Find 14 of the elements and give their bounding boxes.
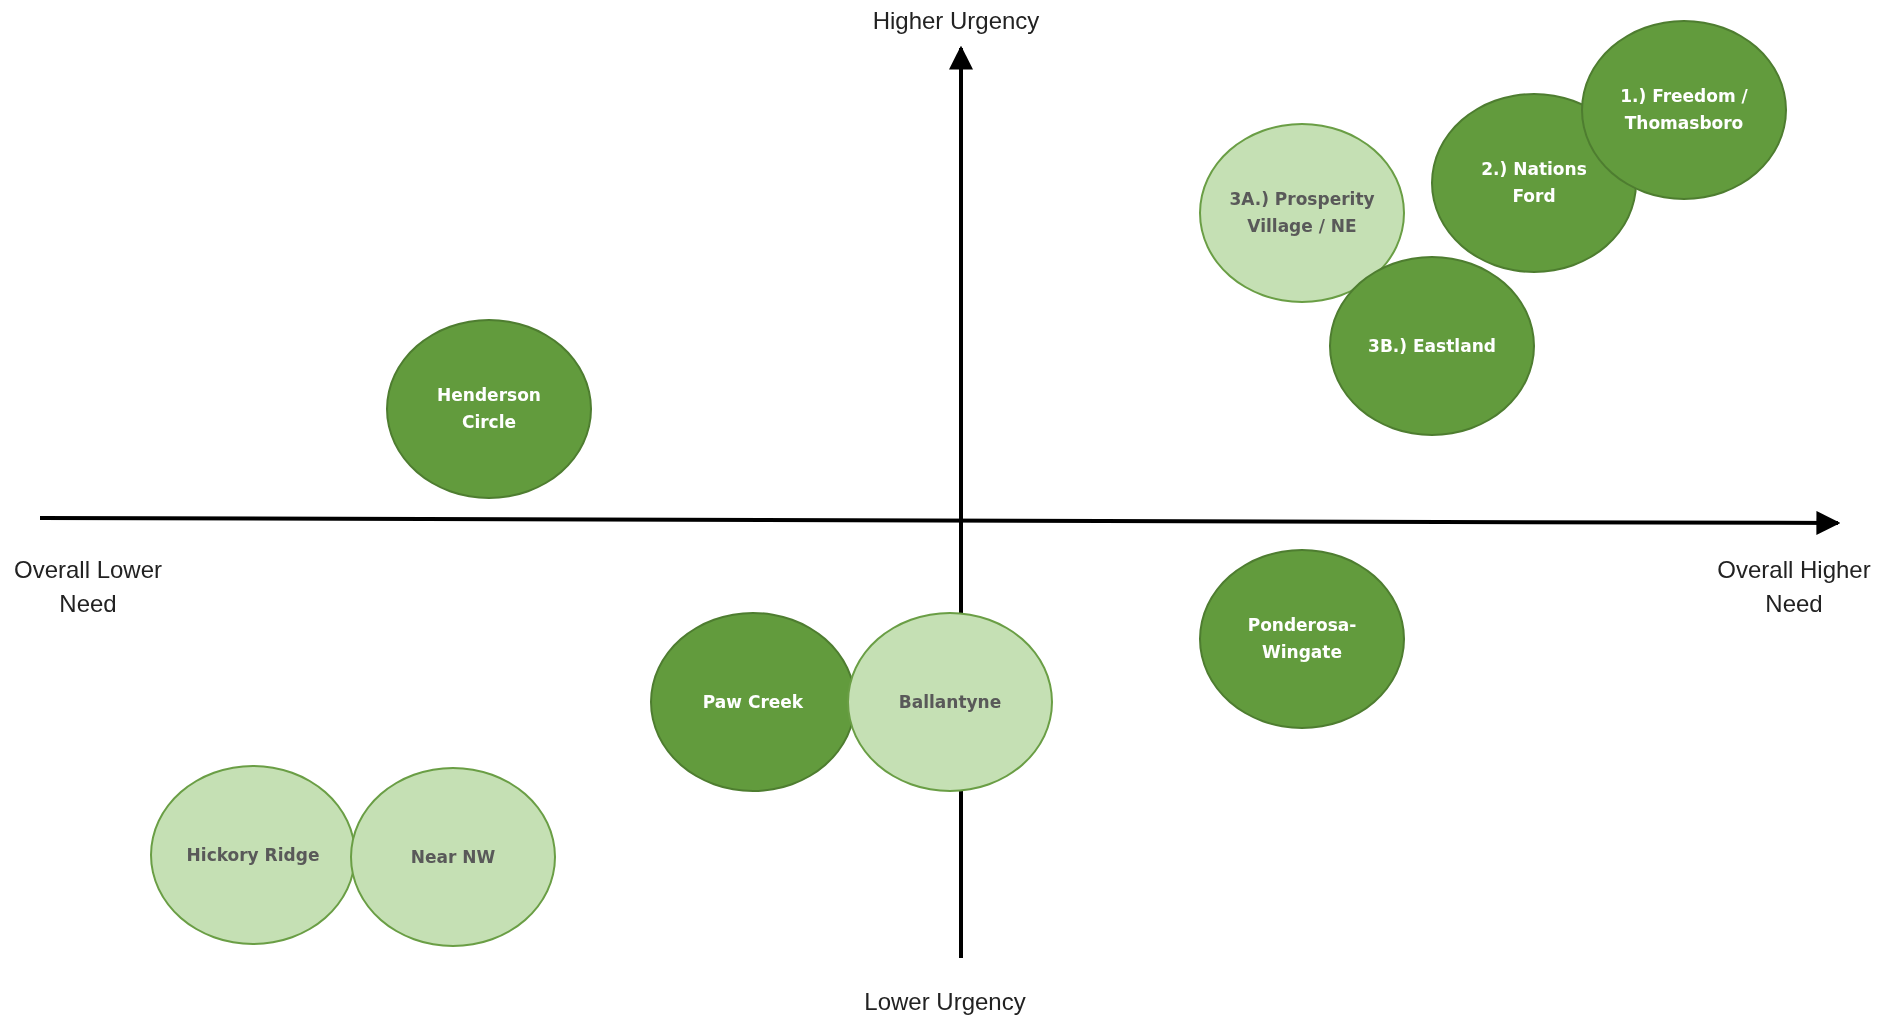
node-label: 2.) Nations Ford <box>1480 158 1588 208</box>
axis-label: Lower Urgency <box>863 987 1027 1017</box>
node-label: Ballantyne <box>898 690 1002 714</box>
node-label: 3B.) Eastland <box>1368 334 1496 358</box>
node-label: Hickory Ridge <box>186 843 320 867</box>
axis-label: Overall Lower Need <box>12 555 164 619</box>
node-label: Ponderosa-Wingate <box>1246 614 1358 664</box>
node-label: Near NW <box>410 845 496 869</box>
axis-label: Higher Urgency <box>871 6 1041 36</box>
node-label: Paw Creek <box>702 690 804 714</box>
axis-label: Overall Higher Need <box>1716 555 1872 619</box>
node-label: Henderson Circle <box>436 384 542 434</box>
node-label: 3A.) Prosperity Village / NE <box>1228 188 1376 238</box>
node-label: 1.) Freedom / Thomasboro <box>1619 85 1749 135</box>
